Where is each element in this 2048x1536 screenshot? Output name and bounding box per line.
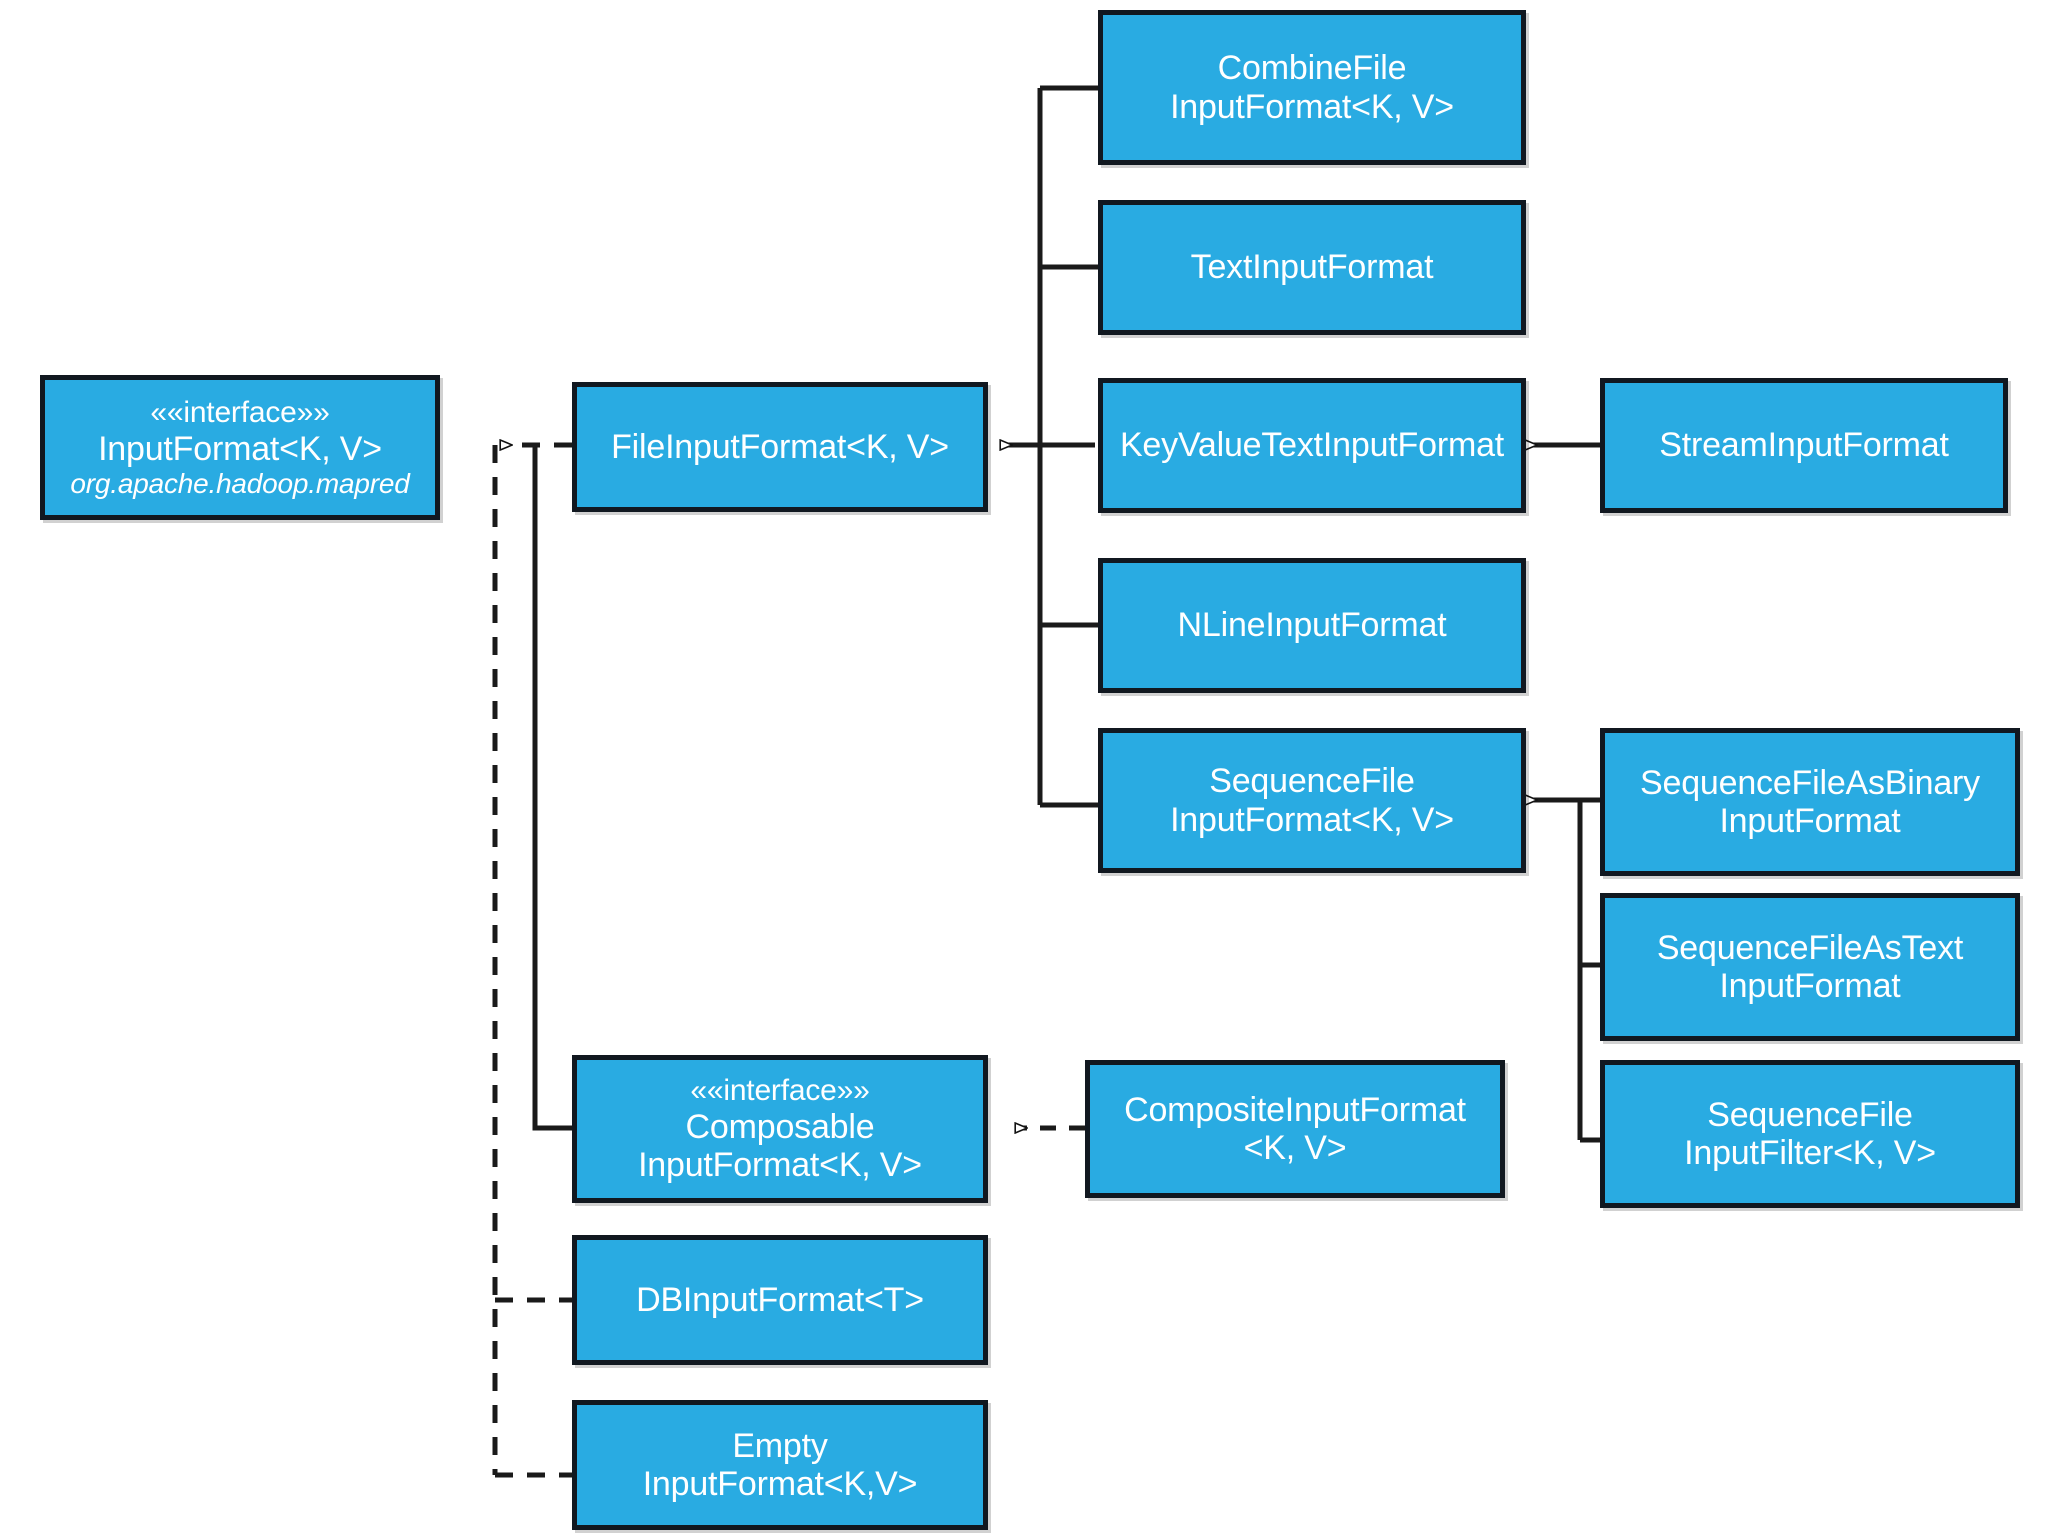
sequence-file-as-text-line-2: InputFormat	[1719, 967, 1901, 1005]
combine-file-input-format[interactable]: CombineFile InputFormat<K, V>	[1098, 10, 1526, 165]
input-format-name: InputFormat<K, V>	[98, 429, 382, 468]
input-format-interface[interactable]: ««interface»» InputFormat<K, V> org.apac…	[40, 375, 440, 520]
sequence-file-input-format-line-1: SequenceFile	[1209, 762, 1415, 801]
composite-input-format-line-2: <K, V>	[1243, 1129, 1347, 1167]
sequence-file-input-format[interactable]: SequenceFile InputFormat<K, V>	[1098, 728, 1526, 873]
combine-file-input-format-line-2: InputFormat<K, V>	[1170, 87, 1454, 126]
sequence-file-as-binary-line-2: InputFormat	[1719, 802, 1901, 840]
stream-input-format-label: StreamInputFormat	[1659, 426, 1949, 465]
composite-input-format-line-1: CompositeInputFormat	[1124, 1090, 1466, 1129]
empty-input-format[interactable]: Empty InputFormat<K,V>	[572, 1400, 988, 1530]
sequence-file-input-filter-line-1: SequenceFile	[1707, 1095, 1913, 1134]
stream-input-format[interactable]: StreamInputFormat	[1600, 378, 2008, 513]
input-format-package: org.apache.hadoop.mapred	[70, 467, 410, 499]
composable-line-1: Composable	[685, 1107, 875, 1146]
composite-input-format[interactable]: CompositeInputFormat <K, V>	[1085, 1060, 1505, 1198]
sequence-file-input-format-line-2: InputFormat<K, V>	[1170, 800, 1454, 839]
db-input-format[interactable]: DBInputFormat<T>	[572, 1235, 988, 1365]
composable-stereotype: ««interface»»	[690, 1074, 870, 1108]
sequence-file-as-text-input-format[interactable]: SequenceFileAsText InputFormat	[1600, 893, 2020, 1041]
file-input-format[interactable]: FileInputFormat<K, V>	[572, 382, 988, 512]
sequence-file-input-filter[interactable]: SequenceFile InputFilter<K, V>	[1600, 1060, 2020, 1208]
composable-input-format-interface[interactable]: ««interface»» Composable InputFormat<K, …	[572, 1055, 988, 1203]
empty-input-format-line-2: InputFormat<K,V>	[642, 1465, 918, 1503]
text-input-format[interactable]: TextInputFormat	[1098, 200, 1526, 335]
key-value-text-input-format-label: KeyValueTextInputFormat	[1119, 426, 1505, 465]
text-input-format-label: TextInputFormat	[1190, 248, 1434, 287]
sequence-file-as-text-line-1: SequenceFileAsText	[1656, 928, 1964, 967]
input-format-stereotype: ««interface»»	[150, 395, 330, 429]
db-input-format-label: DBInputFormat<T>	[636, 1280, 924, 1319]
key-value-text-input-format[interactable]: KeyValueTextInputFormat	[1098, 378, 1526, 513]
n-line-input-format-label: NLineInputFormat	[1177, 606, 1447, 645]
sequence-file-as-binary-input-format[interactable]: SequenceFileAsBinary InputFormat	[1600, 728, 2020, 876]
composable-line-2: InputFormat<K, V>	[638, 1145, 922, 1184]
combine-file-input-format-line-1: CombineFile	[1217, 49, 1407, 88]
n-line-input-format[interactable]: NLineInputFormat	[1098, 558, 1526, 693]
file-input-format-label: FileInputFormat<K, V>	[611, 427, 949, 466]
sequence-file-input-filter-line-2: InputFilter<K, V>	[1684, 1134, 1936, 1172]
sequence-file-as-binary-line-1: SequenceFileAsBinary	[1640, 763, 1980, 802]
edge-composable-to-inputformat	[532, 445, 572, 1131]
empty-input-format-line-1: Empty	[732, 1426, 828, 1465]
